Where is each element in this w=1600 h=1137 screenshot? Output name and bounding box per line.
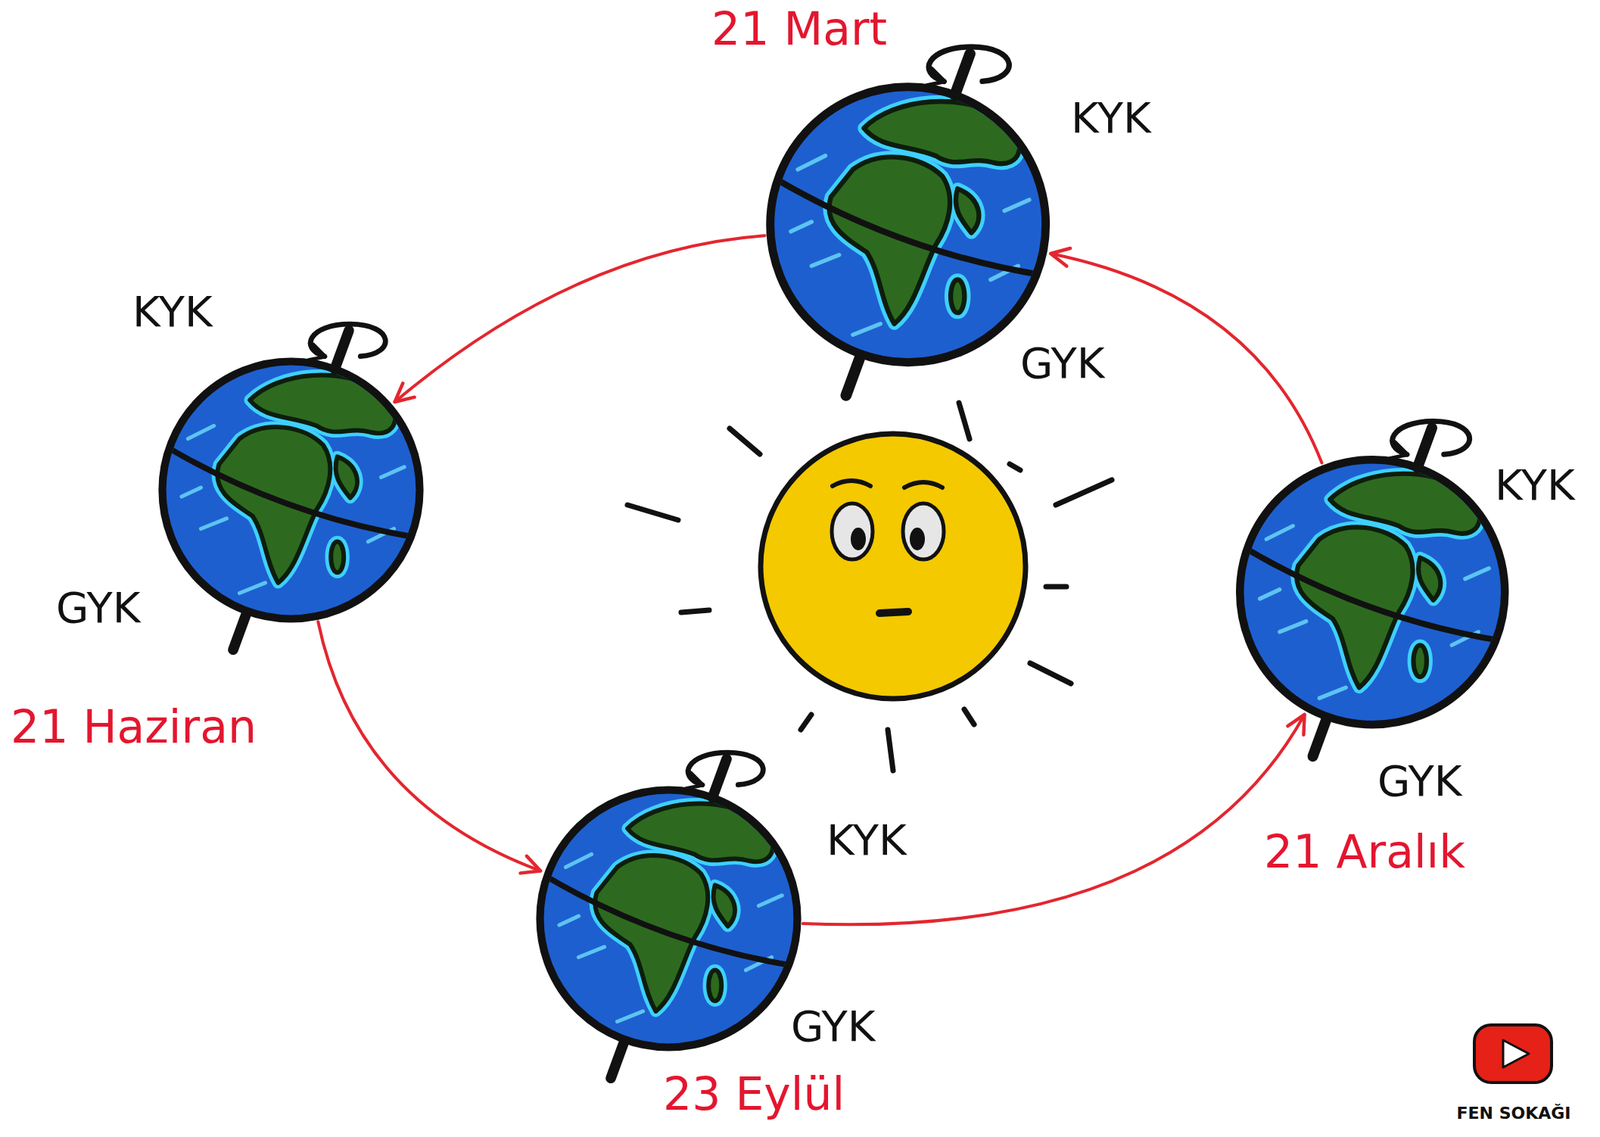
pole-label: GYK bbox=[56, 586, 141, 629]
sun bbox=[627, 402, 1112, 771]
youtube-logo bbox=[1474, 1024, 1552, 1083]
earth-globe bbox=[117, 316, 465, 664]
pole-label: GYK bbox=[790, 1005, 876, 1048]
earth-globe bbox=[494, 744, 843, 1093]
pole-label: GYK bbox=[1020, 342, 1106, 385]
pole-label: KYK bbox=[826, 818, 907, 862]
orbit-arrow bbox=[395, 235, 766, 402]
date-label: 23 Eylül bbox=[663, 1070, 845, 1117]
date-label: 21 Mart bbox=[711, 6, 888, 52]
pole-label: KYK bbox=[1494, 463, 1576, 507]
pole-label: KYK bbox=[132, 290, 213, 334]
pole-label: GYK bbox=[1377, 759, 1463, 803]
watermark-text: FEN SOKAĞI bbox=[1456, 1105, 1572, 1122]
earth-node: 21 Haziran bbox=[117, 316, 465, 664]
date-label: 21 Aralık bbox=[1263, 828, 1466, 875]
pole-label: KYK bbox=[1070, 96, 1152, 140]
orbit-arrow bbox=[317, 621, 541, 871]
orbit-arrow bbox=[803, 714, 1305, 925]
date-label: 21 Haziran bbox=[10, 703, 257, 750]
earth-node: 23 Eylül bbox=[494, 744, 843, 1093]
